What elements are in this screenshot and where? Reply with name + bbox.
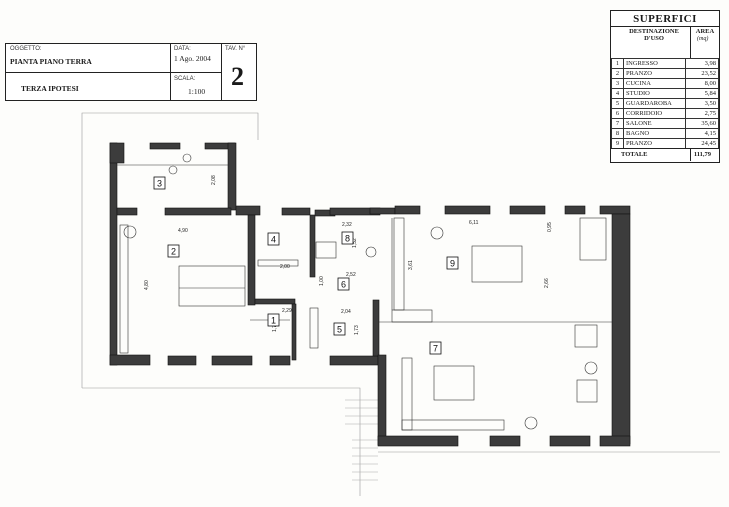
title-block-divider-h [6,72,221,73]
dim-204: 2,04 [341,309,351,315]
scala-label: SCALA: [174,76,196,82]
svg-text:9: 9 [450,259,455,269]
total-value: 111,79 [693,151,711,158]
dim-229: 2,29 [282,308,292,314]
svg-text:1: 1 [271,316,276,326]
dim-611: 6,11 [469,220,479,226]
total-label: TOTALE [621,151,648,158]
room-2: 2 [167,244,180,258]
svg-text:8: 8 [345,234,350,244]
tav-label: TAV. N° [225,46,246,52]
exterior-steps [345,399,380,481]
room-numbers: 1 2 3 4 5 6 7 8 9 [153,176,459,355]
col-destinazione: DESTINAZIONE D'USO [629,28,679,42]
dim-208: 2,08 [211,175,217,185]
dim-266: 2,66 [544,278,550,288]
oggetto-value: PIANTA PIANO TERRA [10,57,92,66]
svg-text:4: 4 [271,235,276,245]
data-value: 1 Ago. 2004 [174,54,211,63]
superfici-head-div [690,26,691,58]
room-4: 4 [267,232,280,246]
room-3: 3 [153,176,166,190]
superfici-table: SUPERFICI DESTINAZIONE D'USO AREA (mq) 1… [610,10,720,163]
total-divider [690,149,691,161]
dimensions: 4,90 4,80 2,08 2,29 1,73 2,00 2,32 1,52 … [144,175,553,335]
dim-152: 1,52 [352,238,358,248]
col-area: AREA [695,28,715,35]
dim-490: 4,90 [178,228,188,234]
superfici-total-row: TOTALE 111,79 [611,148,719,161]
room-7: 7 [429,341,442,355]
tav-number: 2 [231,62,244,91]
svg-text:5: 5 [337,325,342,335]
dim-173b: 1,73 [354,325,360,335]
walls [109,142,631,447]
dim-232: 2,32 [342,222,352,228]
room-8: 8 [341,231,354,245]
superfici-title: SUPERFICI [633,13,697,25]
data-label: DATA: [174,46,191,52]
svg-text:3: 3 [157,179,162,189]
room-6: 6 [337,277,350,291]
dim-100: 1,00 [319,276,325,286]
svg-text:2: 2 [171,247,176,257]
dim-252: 2,52 [346,272,356,278]
svg-text:6: 6 [341,280,346,290]
plant-symbols [123,153,598,430]
room-1: 1 [267,313,280,327]
interior-lines [117,164,612,431]
oggetto-label: OGGETTO: [10,46,42,52]
dim-200: 2,00 [280,264,290,270]
dim-361: 3,61 [408,260,414,270]
room-9: 9 [446,256,459,270]
dim-173a: 1,73 [272,322,278,332]
svg-text:7: 7 [433,344,438,354]
title-block: OGGETTO: PIANTA PIANO TERRA DATA: 1 Ago.… [5,43,257,101]
title-block-divider-v2 [221,44,222,100]
col-area-unit: (mq) [697,36,709,42]
scala-value: 1:100 [188,87,206,96]
dim-095: 0,95 [547,222,553,232]
site-boundary [81,112,720,496]
room-5: 5 [333,322,346,336]
subtitle: TERZA IPOTESI [21,84,79,93]
dim-480: 4,80 [144,280,150,290]
superfici-title-rule [611,26,719,27]
